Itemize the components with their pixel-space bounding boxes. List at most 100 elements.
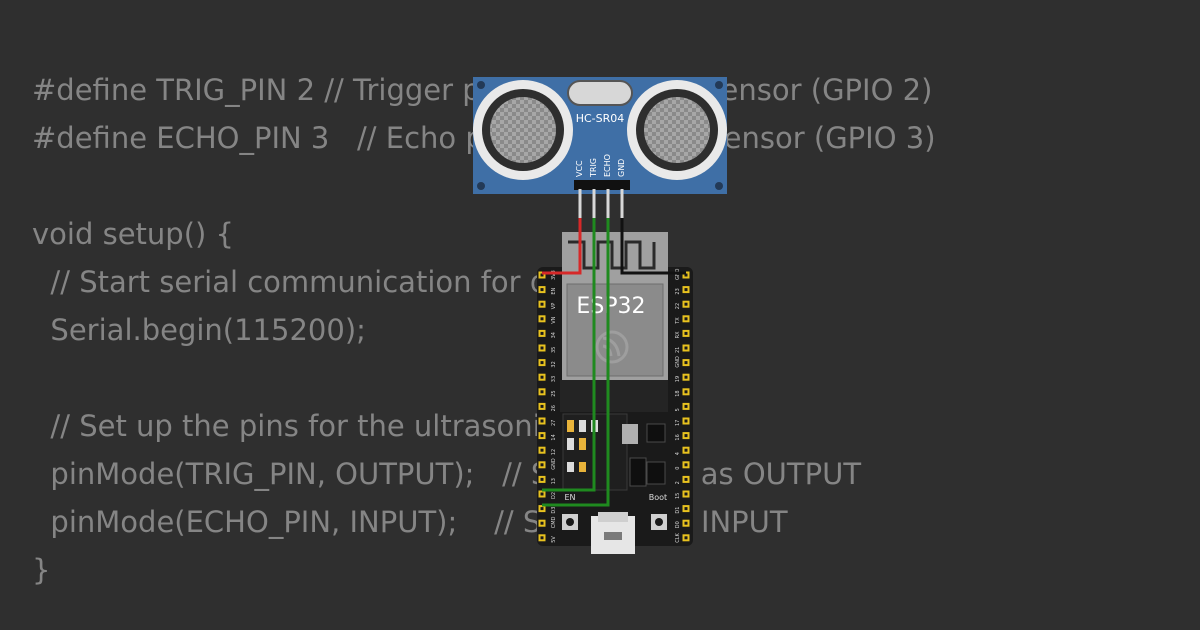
pin-hole-icon <box>540 434 544 438</box>
regulator-icon <box>622 424 638 444</box>
pin-hole-icon <box>684 331 688 335</box>
sensor-label: HC-SR04 <box>576 112 625 125</box>
pin-label: 27 <box>551 420 557 426</box>
pin-hole-icon <box>684 404 688 408</box>
pin-hole-icon <box>684 521 688 525</box>
pin-hole-icon <box>540 448 544 452</box>
code-line: Serial.begin(115200); <box>32 313 366 347</box>
usb-port[interactable] <box>591 512 635 554</box>
left-pin-header: 3V3ENVPVN343532332526271412GND13D2D3CMD5… <box>538 270 557 543</box>
mounting-hole-icon <box>715 81 723 89</box>
pin-hole-icon <box>540 288 544 292</box>
smd-component-icon <box>579 462 586 472</box>
pin-hole-icon <box>540 507 544 511</box>
pin-hole-icon <box>684 346 688 350</box>
pin-hole-icon <box>684 434 688 438</box>
smd-component-icon <box>579 438 586 450</box>
pin-hole-icon <box>540 404 544 408</box>
pin-label: D0 <box>675 521 681 528</box>
pin-hole-icon <box>684 302 688 306</box>
pin-hole-icon <box>540 273 544 277</box>
pin-label: GND <box>675 356 681 368</box>
chip-icon <box>646 423 666 443</box>
boot-label: Boot <box>649 493 667 502</box>
pin-hole-icon <box>684 361 688 365</box>
pin-label: 33 <box>551 376 557 382</box>
sensor-pin-label: TRIG <box>589 158 598 178</box>
pin-hole-icon <box>540 419 544 423</box>
sensor-pin-header <box>574 180 630 190</box>
pin-hole-icon <box>684 507 688 511</box>
smd-component-icon <box>567 438 574 450</box>
mounting-hole-icon <box>715 182 723 190</box>
pin-label: 3V3 <box>551 270 557 280</box>
pin-hole-icon <box>684 288 688 292</box>
pin-label: 5V <box>551 536 557 543</box>
pin-label: D1 <box>675 507 681 514</box>
wifi-module: ESP32 <box>562 232 668 380</box>
pin-label: D3 <box>551 507 557 514</box>
pin-hole-icon <box>540 463 544 467</box>
chip-icon <box>646 461 666 485</box>
pin-label: 32 <box>551 361 557 367</box>
pin-label: GND <box>551 458 557 470</box>
pin-label: 21 <box>675 347 681 353</box>
code-line: } <box>32 553 51 587</box>
pin-label: 14 <box>551 434 557 440</box>
pin-hole-icon <box>684 419 688 423</box>
pin-label: 34 <box>551 332 557 338</box>
pin-hole-icon <box>684 536 688 540</box>
hc-sr04-sensor[interactable]: HC-SR04 VCC TRIG ECHO GND <box>473 77 727 194</box>
pin-label: D2 <box>551 492 557 499</box>
pin-hole-icon <box>684 477 688 481</box>
pin-label: 26 <box>551 405 557 411</box>
pin-label: 4 <box>675 452 681 455</box>
pin-label: 17 <box>675 420 681 426</box>
wire-vcc <box>542 218 582 275</box>
pin-label: CMD <box>551 516 557 528</box>
sensor-pin-label: ECHO <box>603 154 612 177</box>
pin-hole-icon <box>684 448 688 452</box>
chip-icon <box>629 457 647 487</box>
pin-label: 19 <box>675 376 681 382</box>
boot-button-cap-icon <box>655 518 663 526</box>
pin-label: TX <box>675 317 681 325</box>
pin-hole-icon <box>540 536 544 540</box>
wire-echo <box>542 218 610 507</box>
smd-component-icon <box>567 420 574 432</box>
pin-hole-icon <box>540 390 544 394</box>
mounting-hole-icon <box>477 182 485 190</box>
pin-hole-icon <box>540 375 544 379</box>
transducer-right-icon <box>627 80 727 180</box>
pin-label: EN <box>551 287 557 294</box>
en-label: EN <box>564 493 575 502</box>
wire-trig <box>542 218 596 492</box>
pin-label: 15 <box>675 493 681 499</box>
pin-label: 0 <box>675 467 681 470</box>
pin-hole-icon <box>540 317 544 321</box>
board-section <box>560 380 668 412</box>
pin-label: 35 <box>551 347 557 353</box>
pin-hole-icon <box>540 477 544 481</box>
pin-hole-icon <box>684 273 688 277</box>
pin-hole-icon <box>540 346 544 350</box>
pin-label: 12 <box>551 449 557 455</box>
pin-label: VN <box>551 316 557 323</box>
pin-label: 5 <box>675 408 681 411</box>
pin-hole-icon <box>684 492 688 496</box>
pin-hole-icon <box>540 331 544 335</box>
pin-hole-icon <box>684 317 688 321</box>
pin-label: RX <box>675 331 681 338</box>
crystal-oscillator-icon <box>567 80 633 106</box>
transducer-left-icon <box>473 80 573 180</box>
pin-label: 22 <box>675 303 681 309</box>
smd-component-icon <box>579 420 586 432</box>
pin-label: 16 <box>675 434 681 440</box>
pin-label: 2 <box>675 481 681 484</box>
wire-gnd <box>620 218 686 275</box>
pin-hole-icon <box>540 521 544 525</box>
pin-label: CLK <box>675 533 681 543</box>
smd-component-icon <box>567 462 574 472</box>
